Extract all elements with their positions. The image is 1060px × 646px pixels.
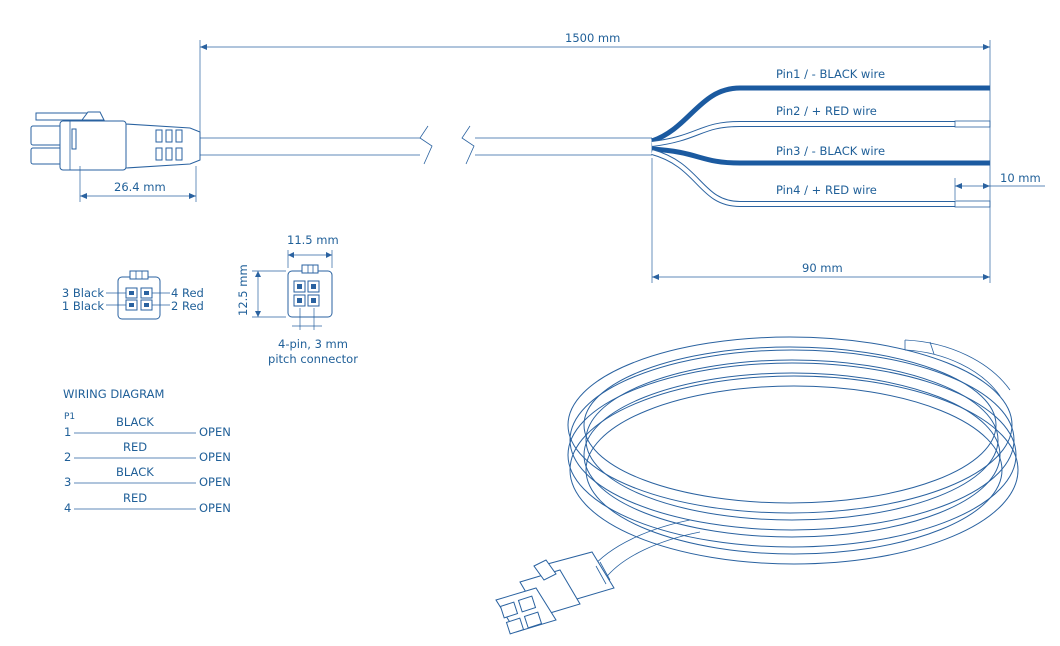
wiring-end-2: OPEN (199, 450, 231, 464)
dimension-breakout-length: 90 mm (651, 158, 990, 283)
wiring-end-1: OPEN (199, 425, 231, 439)
connector-caption-line1: 4-pin, 3 mm (278, 337, 348, 351)
wire-label-4: Pin4 / + RED wire (776, 183, 877, 197)
wiring-pin-1: 1 (64, 425, 71, 439)
pin-label-1: 1 Black (62, 299, 104, 313)
wiring-end-3: OPEN (199, 475, 231, 489)
wiring-pin-3: 3 (64, 475, 71, 489)
wiring-color-4: RED (123, 491, 147, 505)
connector-side-view (30, 111, 201, 171)
wiring-pin-2: 2 (64, 450, 71, 464)
pinout-face-view (106, 270, 170, 320)
wiring-color-1: BLACK (116, 415, 154, 429)
dimension-label-strip: 10 mm (1000, 171, 1041, 185)
wire-label-3: Pin3 / - BLACK wire (776, 144, 885, 158)
connector-dimension-view (252, 250, 333, 330)
wiring-pin-4: 4 (64, 501, 71, 515)
dimension-label-width: 11.5 mm (287, 233, 339, 247)
wire-label-2: Pin2 / + RED wire (776, 104, 877, 118)
pin-label-4: 4 Red (171, 286, 204, 300)
wiring-diagram: WIRING DIAGRAM P1 1 BLACK OPEN 2 RED OPE… (63, 387, 231, 515)
wiring-end-4: OPEN (199, 501, 231, 515)
dimension-strip-length: 10 mm (954, 171, 1045, 200)
pin-label-2: 2 Red (171, 299, 204, 313)
dimension-total-length: 1500 mm (199, 31, 991, 283)
coiled-cable-illustration (495, 336, 1019, 635)
cable-sheath (200, 125, 653, 165)
dimension-label-breakout: 90 mm (802, 261, 843, 275)
dimension-label-connector: 26.4 mm (114, 180, 166, 194)
dimension-label-height: 12.5 mm (236, 264, 250, 316)
pin-label-3: 3 Black (62, 286, 104, 300)
dimension-label-total: 1500 mm (565, 31, 620, 45)
connector-caption-line2: pitch connector (268, 352, 358, 366)
wiring-color-3: BLACK (116, 465, 154, 479)
wiring-diagram-title: WIRING DIAGRAM (63, 387, 164, 401)
wire-label-1: Pin1 / - BLACK wire (776, 67, 885, 81)
wiring-diagram-header: P1 (64, 412, 75, 422)
wiring-color-2: RED (123, 440, 147, 454)
dimension-connector-length: 26.4 mm (79, 166, 197, 202)
breakout-wires (651, 85, 991, 208)
